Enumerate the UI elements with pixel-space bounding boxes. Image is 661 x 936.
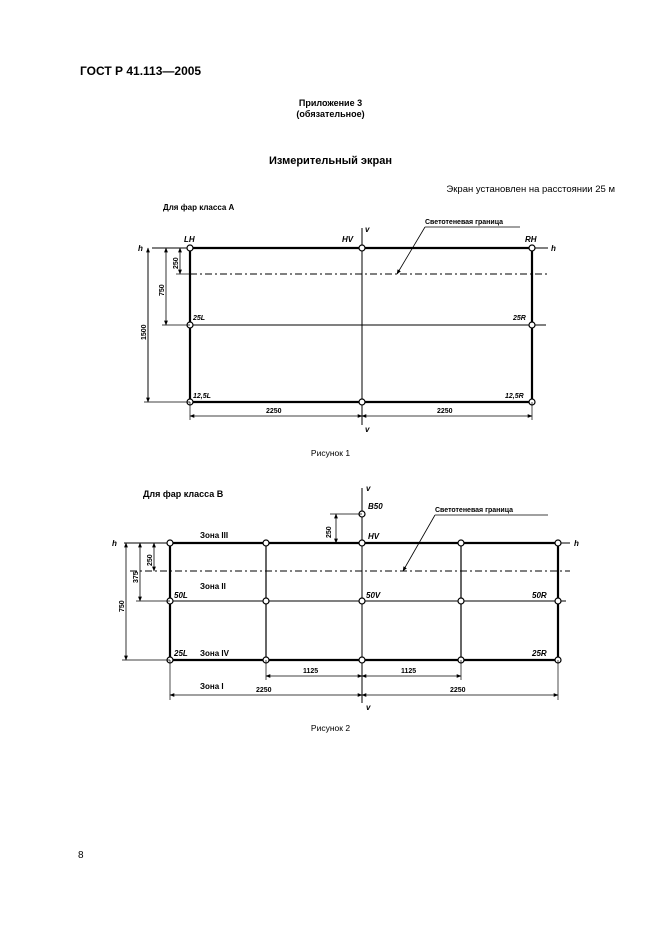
fig1-point-25l-label: 25L <box>192 315 205 322</box>
fig2-dim-2250-right-label: 2250 <box>450 687 466 694</box>
fig2-dim-1125-right-label: 1125 <box>401 668 416 675</box>
figure-1-caption: Рисунок 1 <box>310 448 351 458</box>
fig1-point-bottom-center-marker <box>358 398 366 406</box>
fig1-dim-250-label: 250 <box>173 257 180 269</box>
fig2-point-50v-label: 50V <box>366 591 381 600</box>
fig2-point-top-left-marker <box>166 539 174 547</box>
fig1-point-hv-marker <box>358 244 366 252</box>
fig2-h-left-label: h <box>112 539 117 548</box>
fig2-point-hv-marker <box>358 539 366 547</box>
fig2-dim-250-label: 250 <box>147 554 154 566</box>
fig1-point-lh-label: LH <box>184 235 195 244</box>
fig1-point-125r-label: 12,5R <box>505 393 524 400</box>
annex-title: Приложение 3 <box>298 98 363 108</box>
fig1-point-rh-label: RH <box>525 235 537 244</box>
fig2-dim-375-label: 375 <box>133 571 140 583</box>
distance-note: Экран установлен на расстоянии 25 м <box>446 184 615 195</box>
fig2-zone-4-label: Зона IV <box>200 649 230 658</box>
fig1-cutoff-leader <box>396 226 426 275</box>
fig1-point-125l-label: 12,5L <box>193 393 211 400</box>
fig2-point-50r-label: 50R <box>532 591 547 600</box>
fig1-v-top-label: v <box>365 225 370 234</box>
section-title: Измерительный экран <box>268 155 392 167</box>
fig2-dim-1125-left-label: 1125 <box>303 668 318 675</box>
fig1-v-bottom-label: v <box>365 425 370 434</box>
fig1-dim-left-label: 2250 <box>266 408 282 415</box>
fig2-point-hv-label: HV <box>368 532 380 541</box>
fig2-point-25l-label: 25L <box>173 649 188 658</box>
fig1-class-label: Для фар класса А <box>163 203 235 212</box>
fig2-zone-1-label: Зона I <box>200 682 224 691</box>
fig2-dim-750-label: 750 <box>119 600 126 612</box>
annex-status: (обязательное) <box>296 109 365 119</box>
fig1-dim-750-label: 750 <box>159 284 166 296</box>
fig2-point-25r-label: 25R <box>531 649 547 658</box>
fig2-point-50-inner-right-marker <box>457 597 465 605</box>
fig2-point-top-inner-left-marker <box>262 539 270 547</box>
page-number: 8 <box>78 850 84 861</box>
fig2-point-50l-label: 50L <box>174 591 188 600</box>
fig2-point-50v-marker <box>358 597 366 605</box>
fig2-point-top-inner-right-marker <box>457 539 465 547</box>
fig2-point-top-right-marker <box>554 539 562 547</box>
fig1-cutoff-label: Светотеневая граница <box>425 219 503 226</box>
fig2-point-b50-label: B50 <box>368 502 383 511</box>
fig1-point-hv-label: HV <box>342 235 354 244</box>
fig2-v-bottom-label: v <box>366 703 371 712</box>
fig1-point-lh-marker <box>186 244 194 252</box>
fig2-v-top-label: v <box>366 484 371 493</box>
fig1-point-rh-marker <box>528 244 536 252</box>
fig2-cutoff-leader <box>402 514 436 572</box>
fig2-point-50-inner-left-marker <box>262 597 270 605</box>
fig2-class-label: Для фар класса В <box>143 489 224 499</box>
fig2-h-right-label: h <box>574 539 579 548</box>
annex-heading: Приложение 3 (обязательное) <box>0 98 661 120</box>
fig2-point-50r-marker <box>554 597 562 605</box>
standard-header: ГОСТ Р 41.113—2005 <box>80 64 202 78</box>
fig2-cutoff-label: Светотеневая граница <box>435 507 513 514</box>
fig1-h-left-label: h <box>138 244 143 253</box>
fig2-zone-2-label: Зона II <box>200 582 226 591</box>
fig1-h-right-label: h <box>551 244 556 253</box>
fig2-dim-250-top-label: 250 <box>326 526 333 538</box>
fig1-dim-1500-label: 1500 <box>141 324 148 340</box>
fig1-point-25r-label: 25R <box>512 315 526 322</box>
figure-2-caption: Рисунок 2 <box>310 723 351 733</box>
fig2-dim-2250-left-label: 2250 <box>256 687 272 694</box>
fig2-point-bottom-center-marker <box>358 656 366 664</box>
fig2-zone-3-label: Зона III <box>200 531 228 540</box>
fig1-point-25r-marker <box>528 321 536 329</box>
fig1-dim-right-label: 2250 <box>437 408 453 415</box>
